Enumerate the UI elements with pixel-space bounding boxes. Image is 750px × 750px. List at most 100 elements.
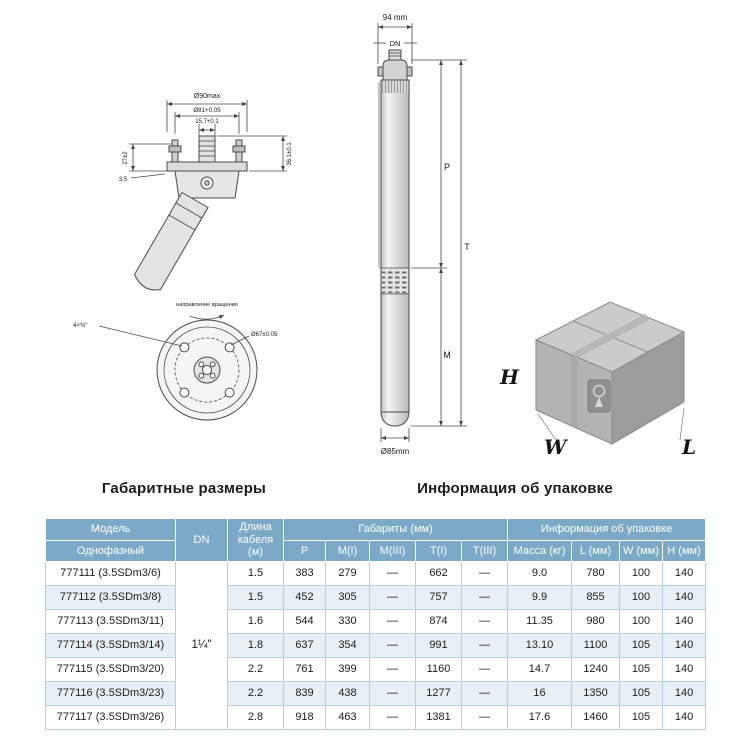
cell-mass: 16 bbox=[507, 680, 572, 706]
cell-p: 918 bbox=[283, 704, 326, 730]
cell-mass: 9.9 bbox=[507, 584, 572, 610]
cell-t3: — bbox=[461, 656, 508, 682]
box-width-label: W bbox=[544, 435, 569, 459]
cell-w: 100 bbox=[619, 584, 663, 610]
cell-model: 777111 (3.5SDm3/6) bbox=[45, 560, 176, 586]
pump-outline-drawing: 94 mm DN P M T bbox=[373, 13, 470, 456]
cell-m3: — bbox=[369, 560, 416, 586]
dim-t-label: T bbox=[464, 242, 470, 252]
cell-m1: 399 bbox=[325, 656, 370, 682]
box-right-face bbox=[611, 331, 685, 445]
cell-t1: 1277 bbox=[415, 680, 462, 706]
table-row: 777117 (3.5SDm3/26) 2.8 918 463 — 1381 —… bbox=[45, 704, 707, 730]
cell-h: 140 bbox=[661, 632, 707, 658]
cell-t3: — bbox=[461, 560, 508, 586]
cell-m1: 438 bbox=[325, 680, 370, 706]
rotation-direction-label: направление вращения bbox=[176, 302, 238, 308]
cell-cable: 1.5 bbox=[227, 560, 284, 586]
cell-w: 105 bbox=[619, 632, 663, 658]
table-row: 777111 (3.5SDm3/6) 1¼" 1.5 383 279 — 662… bbox=[45, 560, 707, 730]
cell-l: 1240 bbox=[571, 656, 620, 682]
cell-t3: — bbox=[461, 680, 508, 706]
cell-t3: — bbox=[461, 632, 508, 658]
cell-h: 140 bbox=[661, 608, 707, 634]
cell-model: 777112 (3.5SDm3/8) bbox=[45, 584, 176, 610]
w-leader-line bbox=[537, 413, 557, 441]
box-height-label: H bbox=[499, 365, 520, 389]
cell-mass: 17.6 bbox=[507, 704, 572, 730]
l-leader-line bbox=[679, 407, 685, 441]
cell-l: 1350 bbox=[571, 680, 620, 706]
cell-m3: — bbox=[369, 680, 416, 706]
table-header-row-2: Однофазный P M(I) M(III) T(I) T(III) Мас… bbox=[45, 540, 707, 562]
caption-packaging: Информация об упаковке bbox=[417, 480, 613, 497]
dim-m-label: M bbox=[443, 350, 451, 360]
box-tape-top bbox=[572, 313, 649, 360]
cell-l: 855 bbox=[571, 584, 620, 610]
cell-t1: 662 bbox=[415, 560, 462, 586]
cell-p: 383 bbox=[283, 560, 326, 586]
cell-m3: — bbox=[369, 584, 416, 610]
dim-27-label: 27±2 bbox=[123, 151, 129, 165]
table-row: 777113 (3.5SDm3/11) 1.6 544 330 — 874 — … bbox=[45, 608, 707, 634]
packaging-box-illustration: H W L bbox=[499, 301, 696, 459]
cell-w: 105 bbox=[619, 704, 663, 730]
cell-w: 105 bbox=[619, 680, 663, 706]
cell-dn-value: 1¼" bbox=[175, 560, 228, 730]
cell-m1: 305 bbox=[325, 584, 370, 610]
cell-mass: 11.35 bbox=[507, 608, 572, 634]
cell-model: 777116 (3.5SDm3/23) bbox=[45, 680, 176, 706]
header-dn: DN bbox=[175, 518, 228, 562]
dim-p-label: P bbox=[444, 162, 450, 172]
cell-mass: 14.7 bbox=[507, 656, 572, 682]
dim-dia67-label: Ø67±0.05 bbox=[251, 332, 278, 338]
header-dimensions-group: Габариты (мм) bbox=[283, 517, 508, 542]
cell-m3: — bbox=[369, 608, 416, 634]
cell-t1: 757 bbox=[415, 584, 462, 610]
table-row: 777115 (3.5SDm3/20) 2.2 761 399 — 1160 —… bbox=[45, 656, 707, 682]
cell-m3: — bbox=[369, 704, 416, 730]
cell-h: 140 bbox=[661, 560, 707, 586]
cell-cable: 1.8 bbox=[227, 632, 284, 658]
header-t3: T(III) bbox=[461, 540, 508, 562]
header-cable: Длина кабеля (м) bbox=[227, 518, 284, 562]
cell-model: 777113 (3.5SDm3/11) bbox=[45, 608, 176, 634]
pump-logo bbox=[587, 379, 611, 413]
dim-dn-label: DN bbox=[390, 39, 401, 48]
cell-m1: 463 bbox=[325, 704, 370, 730]
cell-p: 637 bbox=[283, 632, 326, 658]
cell-h: 140 bbox=[661, 704, 707, 730]
cell-l: 1100 bbox=[571, 632, 620, 658]
cell-cable: 2.2 bbox=[227, 656, 284, 682]
strainer-band bbox=[381, 81, 409, 93]
cell-p: 839 bbox=[283, 680, 326, 706]
cell-m1: 279 bbox=[325, 560, 370, 586]
table-header-row-1: Модель DN Длина кабеля (м) Габариты (мм)… bbox=[45, 517, 707, 562]
cell-t3: — bbox=[461, 608, 508, 634]
cell-mass: 9.0 bbox=[507, 560, 572, 586]
cell-p: 452 bbox=[283, 584, 326, 610]
cell-w: 100 bbox=[619, 560, 663, 586]
cell-t3: — bbox=[461, 704, 508, 730]
header-h: H (мм) bbox=[661, 540, 707, 562]
cell-t3: — bbox=[461, 584, 508, 610]
cell-model: 777114 (3.5SDm3/14) bbox=[45, 632, 176, 658]
cell-l: 780 bbox=[571, 560, 620, 586]
dim-dia81-label: Ø81+0.05 bbox=[193, 107, 221, 114]
dim-bolts-label: 4×⅜" bbox=[73, 322, 87, 329]
cell-w: 105 bbox=[619, 656, 663, 682]
dim-dia85-label: Ø85mm bbox=[381, 447, 410, 456]
header-p: P bbox=[283, 540, 326, 562]
cell-m1: 354 bbox=[325, 632, 370, 658]
cell-h: 140 bbox=[661, 656, 707, 682]
cell-model: 777117 (3.5SDm3/26) bbox=[45, 704, 176, 730]
header-m1: M(I) bbox=[325, 540, 370, 562]
header-l: L (мм) bbox=[571, 540, 620, 562]
table-row: 777116 (3.5SDm3/23) 2.2 839 438 — 1277 —… bbox=[45, 680, 707, 706]
cell-mass: 13.10 bbox=[507, 632, 572, 658]
dim-35-label: 3.5 bbox=[119, 177, 128, 183]
header-model-phase: Однофазный bbox=[45, 540, 176, 562]
table-row: 777112 (3.5SDm3/8) 1.5 452 305 — 757 — 9… bbox=[45, 584, 707, 610]
header-packaging-group: Информация об упаковке bbox=[506, 517, 707, 542]
